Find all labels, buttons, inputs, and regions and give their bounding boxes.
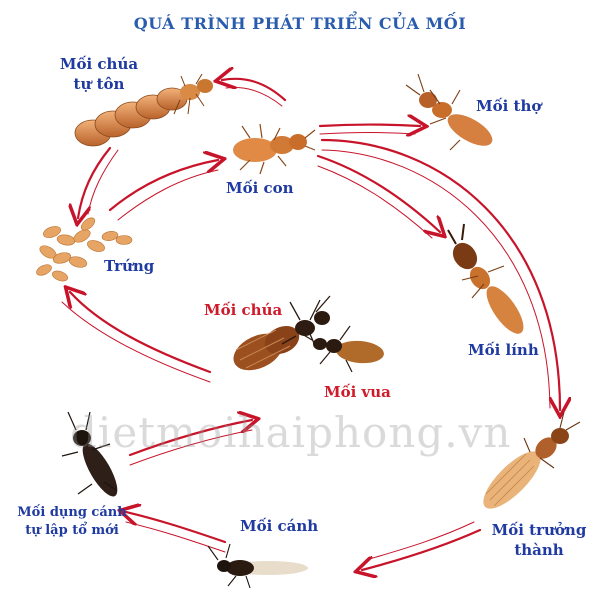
label-moi-dung-canh-line2: tự lập tổ mới [25,523,119,538]
arrow-trung-to-moicon [108,160,218,212]
nymph-termite-icon [233,123,316,175]
label-moi-chua-tu-ton-line2: tự tôn [73,75,125,93]
arrow-chuavua-to-trung [70,292,212,374]
dealate-termite-icon [61,411,118,497]
arrow-truongthanh-to-canh-inner [365,521,475,561]
arrow-moicon-to-moilinh [316,154,440,232]
arrow-moicon-to-moitho-inner [319,132,416,135]
arrow-dungcanh-to-chuavua [128,420,252,457]
arrow-moicon-to-moitho [318,125,420,127]
label-moi-linh: Mối lính [468,341,539,359]
arrow-moicon-to-chuatuton-inner [225,87,283,107]
arrow-canh-to-dungcanh [126,512,227,544]
label-moi-chua-tu-ton: Mối chúa tự tôn [44,54,154,94]
arrow-dungcanh-to-chuavua-inner [129,429,253,466]
arrow-truongthanh-to-canh [362,528,482,570]
arrow-moicon-to-moilinh-inner [317,165,433,239]
label-moi-dung-canh: Mối dụng cánh tự lập tổ mới [2,504,142,540]
label-moi-truong-thanh-line2: thành [514,541,564,559]
arrow-moicon-to-truongthanh-inner [321,149,551,409]
label-moi-canh: Mối cánh [240,517,319,535]
winged-termite-icon [207,543,308,589]
label-moi-chua: Mối chúa [204,301,283,319]
worker-termite-icon [405,73,493,151]
label-moi-vua: Mối vua [324,383,391,401]
label-moi-chua-tu-ton-line1: Mối chúa [59,55,139,73]
label-moi-truong-thanh: Mối trưởng thành [484,520,594,560]
soldier-termite-icon [447,223,524,334]
arrow-canh-to-dungcanh-inner [125,521,226,553]
arrow-moicon-to-truongthanh [320,138,560,410]
arrow-trung-to-moicon-inner [117,169,219,221]
label-trung: Trứng [104,257,155,275]
mature-nymph-icon [483,411,581,509]
label-moi-dung-canh-line1: Mối dụng cánh [17,505,127,520]
arrow-chuatuton-to-trung [78,146,112,218]
watermark-text: dietmoihaiphong.vn [70,408,512,457]
arrow-chuatuton-to-trung-inner [87,149,119,215]
label-moi-tho: Mối thợ [476,97,542,115]
eggs-icon [36,217,133,282]
queen-and-king-icon [233,295,384,373]
queen-supplementary-icon [74,73,213,147]
label-moi-con: Mối con [226,179,294,197]
label-moi-truong-thanh-line1: Mối trưởng [491,521,587,539]
arrow-moicon-to-chuatuton [222,79,287,102]
diagram-title: QUÁ TRÌNH PHÁT TRIỂN CỦA MỐI [133,14,467,33]
arrow-chuavua-to-trung-inner [61,301,211,383]
